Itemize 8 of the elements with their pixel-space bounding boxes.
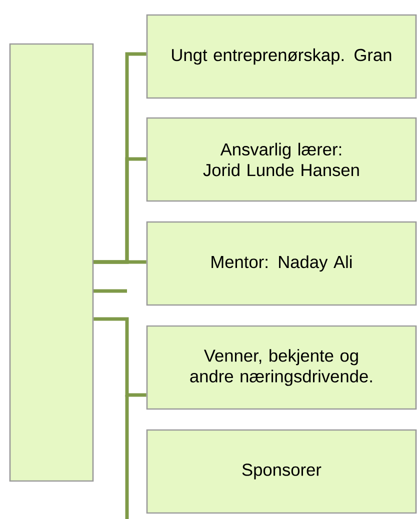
text-box: Ungt entreprenørskap. Gran: [146, 14, 417, 99]
text-box: Mentor: Naday Ali: [146, 221, 417, 306]
connector-line: [94, 317, 146, 397]
text-box: Sponsorer: [146, 429, 417, 514]
text-box: Venner, bekjente og andre næringsdrivende.: [146, 325, 417, 410]
empty-box: [9, 43, 94, 482]
text-box: Ansvarlig lærer: Jorid Lunde Hansen: [146, 117, 417, 202]
connector-line: [94, 260, 146, 264]
